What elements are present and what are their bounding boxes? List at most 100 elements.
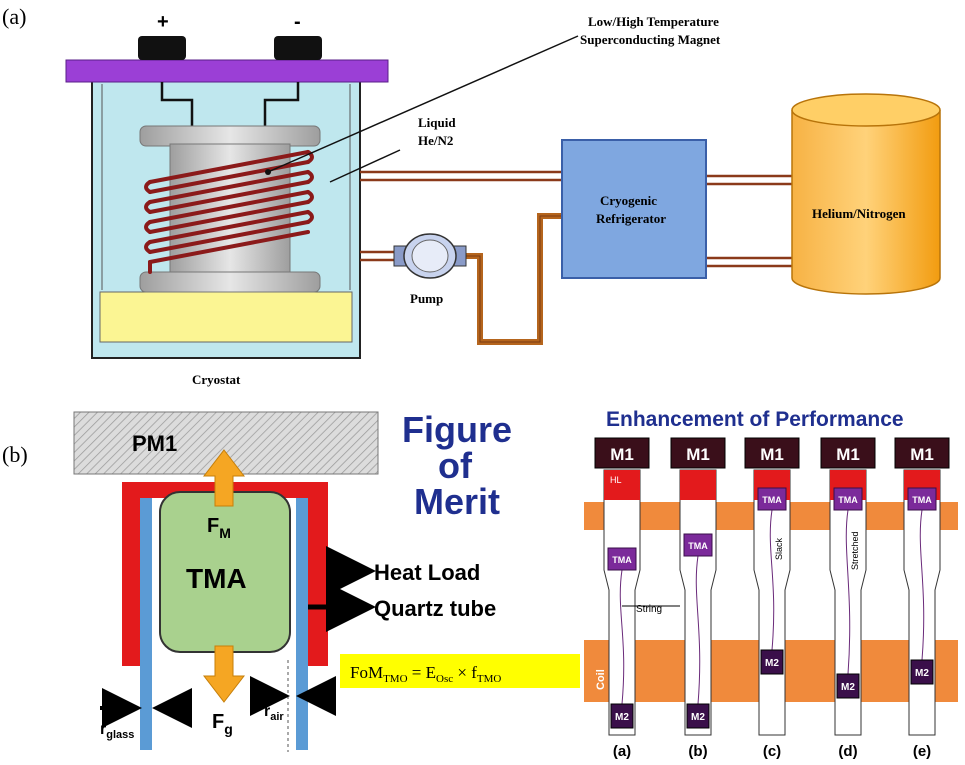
hl-label: HL [610, 475, 622, 485]
minus-sign: - [294, 11, 301, 33]
quartz-tube-left [140, 498, 152, 750]
m1-label: M1 [836, 445, 860, 464]
rair-label: rair [264, 703, 284, 723]
tube-outline [679, 469, 717, 736]
cryostat-lid [65, 59, 389, 83]
formula-box [340, 654, 580, 688]
pipes [360, 170, 792, 268]
magnet-label-2: Superconducting Magnet [580, 32, 721, 47]
liquid-label-2: He/N2 [418, 133, 453, 148]
tma-string [619, 569, 625, 705]
m1-label: M1 [686, 445, 710, 464]
tank-label: Helium/Nitrogen [812, 206, 906, 221]
m2-block [686, 703, 710, 729]
m1-block [820, 437, 876, 469]
m2-block [910, 659, 934, 685]
refrigerator-label-1: Cryogenic [600, 193, 657, 208]
tma-string [919, 509, 925, 661]
tma-small-label: TMA [912, 495, 932, 505]
fg-label: Fg [212, 711, 233, 737]
formula: FoMTMO = EOsc × fTMO [350, 663, 501, 685]
lead-right [263, 82, 300, 128]
bobbin-bottom [139, 271, 321, 293]
panel-a: (a) + - [2, 4, 941, 387]
stretched-label: Stretched [850, 531, 860, 570]
figure-title-3: Merit [414, 481, 500, 522]
refrigerator-label-2: Refrigerator [596, 211, 666, 226]
magnet-label-1: Low/High Temperature [588, 14, 719, 29]
figure-title-2: of [438, 445, 473, 486]
plus-sign: + [157, 11, 169, 33]
m1-label: M1 [760, 445, 784, 464]
tma-small-block [607, 547, 637, 571]
quartz-tube-right [296, 498, 308, 750]
m2-label: M2 [691, 712, 705, 723]
pump-return-pipe [460, 213, 562, 345]
bobbin-top [139, 125, 321, 147]
yellow-base [99, 291, 353, 343]
m2-label: M2 [765, 658, 779, 669]
liquid-pointer [329, 149, 401, 183]
cryogenic-refrigerator [561, 139, 707, 279]
tma-small-label: TMA [688, 541, 708, 551]
heat-load-cap [604, 470, 640, 500]
tma-small-block [833, 487, 863, 511]
m1-label: M1 [910, 445, 934, 464]
column-sublabel: (e) [913, 743, 931, 760]
m1-block [894, 437, 950, 469]
quartz-label: Quartz tube [374, 596, 496, 621]
tma-string [695, 555, 701, 705]
m2-label: M2 [615, 712, 629, 723]
tma-small-block [757, 487, 787, 511]
fm-label: FM [207, 515, 231, 541]
tma-string [769, 509, 775, 651]
slack-label: Slack [774, 537, 784, 560]
column-sublabel: (d) [838, 743, 857, 760]
tma-string [845, 509, 851, 675]
tube-outline [603, 469, 641, 736]
cryostat-label: Cryostat [192, 372, 241, 387]
pump [393, 233, 467, 279]
terminal-plus [138, 36, 186, 60]
m1-label: M1 [610, 445, 634, 464]
m2-label: M2 [841, 682, 855, 693]
magnet-coil [144, 150, 314, 274]
tma-small-block [907, 487, 937, 511]
heat-load-label: Heat Load [374, 560, 480, 585]
string-label: String [636, 604, 662, 615]
panel-b-label: (b) [2, 442, 28, 467]
fm-arrow [202, 449, 246, 507]
column-sublabel: (c) [763, 743, 781, 760]
m1-block [744, 437, 800, 469]
tma-label: TMA [186, 563, 247, 594]
enhancement-title: Enhancement of Performance [606, 408, 904, 431]
m1-block [670, 437, 726, 469]
fg-arrow [202, 645, 246, 703]
liquid-label-1: Liquid [418, 115, 456, 130]
m2-label: M2 [915, 668, 929, 679]
m2-block [760, 649, 784, 675]
tma-small-label: TMA [838, 495, 858, 505]
figure-title-1: Figure [402, 409, 512, 450]
tma-small-label: TMA [612, 555, 632, 565]
magnet-pointer [267, 35, 579, 173]
pm1-label: PM1 [132, 431, 177, 456]
tma-small-block [683, 533, 713, 557]
m1-block [594, 437, 650, 469]
panel-a-label: (a) [2, 4, 26, 29]
pump-label: Pump [410, 291, 443, 306]
helium-tank [791, 93, 941, 295]
tube-outline [829, 469, 867, 736]
rglass-label: rglass [100, 721, 134, 741]
terminal-minus [274, 36, 322, 60]
column-sublabel: (b) [688, 743, 707, 760]
coil-label: Coil [595, 669, 607, 690]
lead-left [160, 82, 194, 128]
m2-block [610, 703, 634, 729]
heat-load-cap [680, 470, 716, 500]
panel-b: (b) PM1 TMA FM Fg Heat Load Quartz tube … [2, 408, 958, 760]
column-sublabel: (a) [613, 743, 631, 760]
tma-small-label: TMA [762, 495, 782, 505]
